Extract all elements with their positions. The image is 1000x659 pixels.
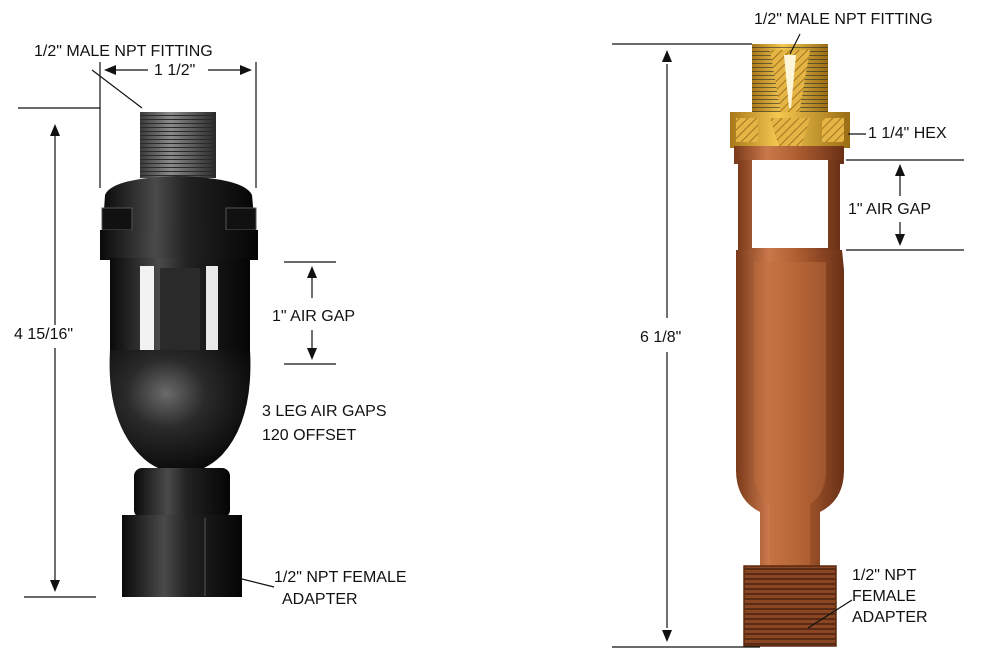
left-top-cap xyxy=(102,176,256,240)
left-fitting-leader xyxy=(91,69,143,109)
left-cap-notch-left xyxy=(101,207,133,231)
right-arrowheads xyxy=(662,50,905,642)
right-valve-body xyxy=(730,44,850,647)
right-adapter-line1: 1/2" NPT xyxy=(852,567,917,584)
left-adapter-line1: 1/2" NPT FEMALE xyxy=(274,569,407,586)
left-arrowheads xyxy=(50,65,317,592)
left-valve-body xyxy=(100,112,258,597)
left-leg-gaps-line2: 120 OFFSET xyxy=(262,427,357,444)
right-female-adapter xyxy=(744,566,836,646)
left-width-dimension: 1 1/2" xyxy=(154,62,196,79)
left-adapter-line2: ADAPTER xyxy=(282,591,358,608)
right-height-dimension: 6 1/8" xyxy=(640,329,682,346)
right-adapter-line2: FEMALE xyxy=(852,588,917,605)
right-fitting-label: 1/2" MALE NPT FITTING xyxy=(754,11,933,28)
right-air-gap-window xyxy=(752,160,828,248)
left-female-adapter xyxy=(122,515,242,597)
left-height-dimension: 4 15/16" xyxy=(14,326,74,343)
right-air-gap-label: 1" AIR GAP xyxy=(848,201,932,218)
left-cap-notch-right xyxy=(225,207,257,231)
left-air-gap-window-1 xyxy=(140,266,154,358)
left-cap-ring xyxy=(100,230,258,260)
left-air-gap-window-2 xyxy=(206,266,218,358)
left-neck xyxy=(134,468,230,518)
right-hex-label: 1 1/4" HEX xyxy=(868,125,947,142)
right-fitting-leader xyxy=(789,33,801,55)
left-adapter-leader xyxy=(237,577,275,588)
left-bulb xyxy=(109,350,251,474)
right-adapter-leader xyxy=(807,599,853,629)
left-leg-gaps-line1: 3 LEG AIR GAPS xyxy=(262,403,387,420)
right-dimensions xyxy=(612,33,964,648)
right-adapter-line3: ADAPTER xyxy=(852,609,928,626)
right-copper-tube xyxy=(736,250,844,570)
left-air-gap-label: 1" AIR GAP xyxy=(272,308,356,325)
left-fitting-label: 1/2" MALE NPT FITTING xyxy=(34,43,213,60)
